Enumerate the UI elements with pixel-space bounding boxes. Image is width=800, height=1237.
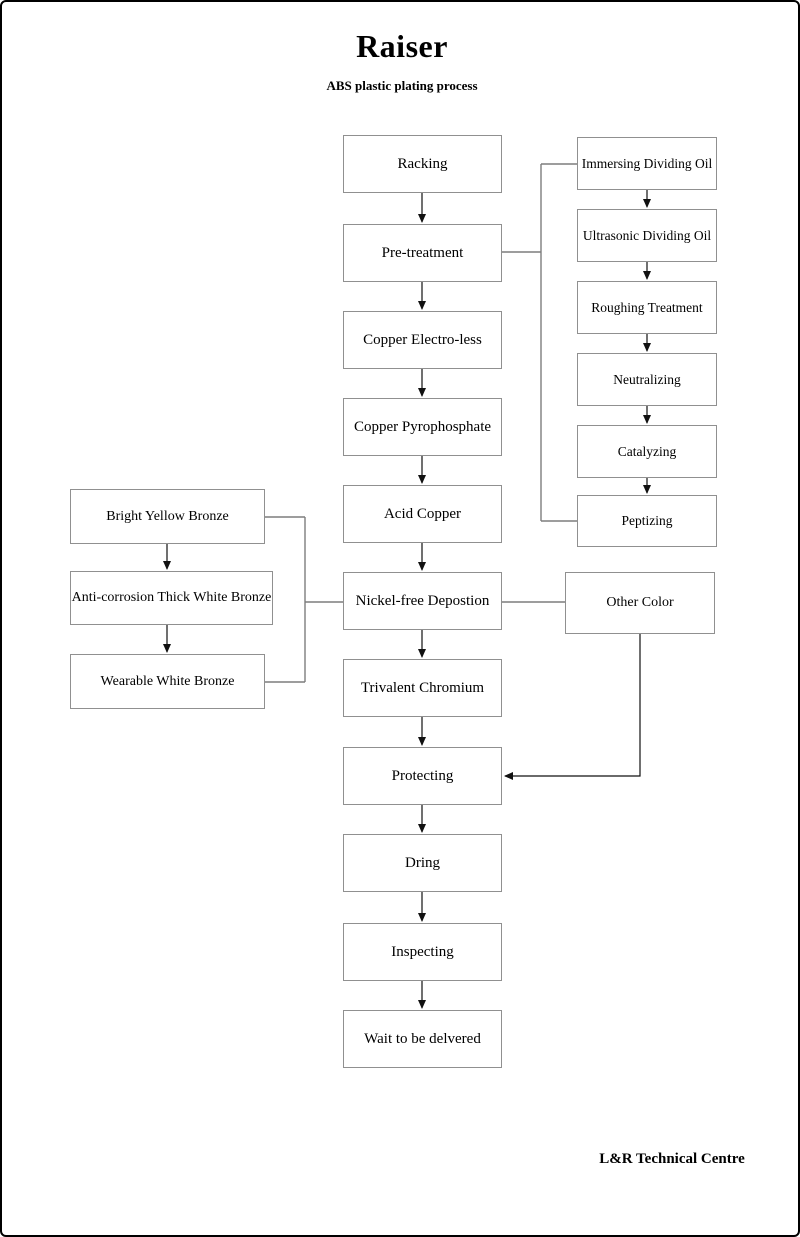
flow-node-copper-pyrophosphate: Copper Pyrophosphate [343, 398, 502, 456]
flow-node-wait-to-be-delvered: Wait to be delvered [343, 1010, 502, 1068]
page-title: Raiser [356, 28, 448, 64]
flow-node-dring: Dring [343, 834, 502, 892]
flow-node-inspecting: Inspecting [343, 923, 502, 981]
flow-node-immersing-dividing-oil: Immersing Dividing Oil [577, 137, 717, 190]
flow-node-peptizing: Peptizing [577, 495, 717, 547]
flow-node-bright-yellow-bronze: Bright Yellow Bronze [70, 489, 265, 544]
flow-node-catalyzing: Catalyzing [577, 425, 717, 478]
flow-node-pre-treatment: Pre-treatment [343, 224, 502, 282]
flow-node-acid-copper: Acid Copper [343, 485, 502, 543]
flow-node-other-color: Other Color [565, 572, 715, 634]
flow-node-copper-electro-less: Copper Electro-less [343, 311, 502, 369]
flow-node-wearable-white-bronze: Wearable White Bronze [70, 654, 265, 709]
flow-node-protecting: Protecting [343, 747, 502, 805]
flow-node-trivalent-chromium: Trivalent Chromium [343, 659, 502, 717]
flow-node-anti-corrosion-thick-white-bronze: Anti-corrosion Thick White Bronze [70, 571, 273, 625]
page-subtitle: ABS plastic plating process [326, 78, 478, 93]
flow-node-ultrasonic-dividing-oil: Ultrasonic Dividing Oil [577, 209, 717, 262]
flow-node-neutralizing: Neutralizing [577, 353, 717, 406]
footer-credit: L&R Technical Centre [599, 1151, 745, 1167]
flow-node-racking: Racking [343, 135, 502, 193]
flow-node-roughing-treatment: Roughing Treatment [577, 281, 717, 334]
flow-node-nickel-free-depostion: Nickel-free Depostion [343, 572, 502, 630]
